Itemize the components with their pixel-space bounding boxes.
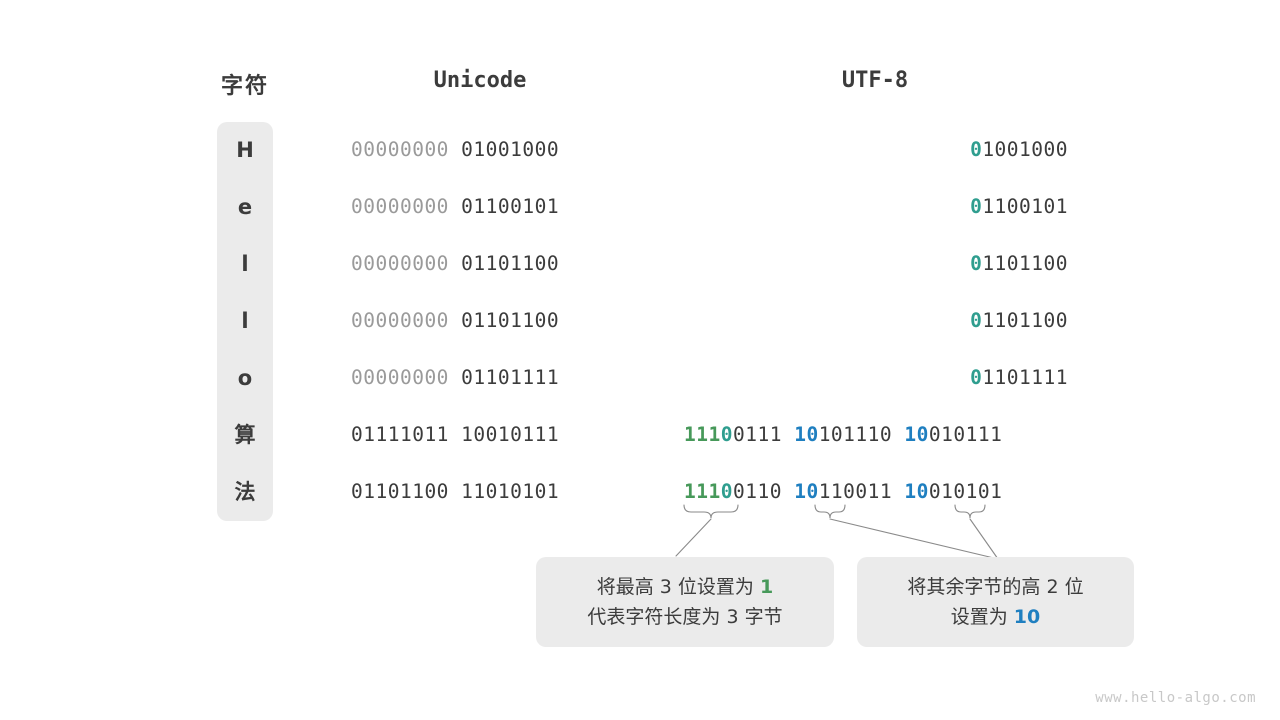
byte-separator <box>449 309 461 332</box>
caption-line: 将其余字节的高 2 位 <box>907 576 1084 598</box>
unicode-low-byte: 01101111 <box>461 366 560 389</box>
byte-separator <box>892 480 904 503</box>
unicode-high-byte: 01101100 <box>351 480 449 503</box>
utf8-payload-bits: 1101100 <box>982 252 1068 275</box>
unicode-value: 00000000 01001000 <box>351 139 559 161</box>
unicode-value: 01101100 11010101 <box>351 481 559 503</box>
byte-separator <box>449 366 461 389</box>
byte-separator <box>449 138 461 161</box>
utf8-prefix-bits: 0 <box>970 252 983 275</box>
utf8-prefix-bits: 0 <box>970 138 983 161</box>
utf8-payload-bits: 1100101 <box>982 195 1068 218</box>
utf8-value: 01001000 <box>868 139 1068 161</box>
utf8-continuation-prefix: 10 <box>904 423 929 446</box>
char-cell: 法 <box>234 480 256 504</box>
utf8-value: 01100101 <box>868 196 1068 218</box>
utf8-leading-ones: 111 <box>684 480 721 503</box>
utf8-continuation-prefix: 10 <box>794 480 819 503</box>
utf8-payload-bits: 1101100 <box>982 309 1068 332</box>
byte-separator <box>449 480 461 503</box>
utf8-leading-ones: 111 <box>684 423 721 446</box>
leader-line-right-2 <box>969 518 999 560</box>
utf8-value: 01101111 <box>868 367 1068 389</box>
unicode-value: 00000000 01101100 <box>351 253 559 275</box>
byte-separator <box>449 252 461 275</box>
char-cell: o <box>237 366 253 390</box>
char-cell: 算 <box>234 423 256 447</box>
byte-separator <box>892 423 904 446</box>
utf8-value: 11100111 10101110 10010111 <box>684 424 1002 446</box>
unicode-value: 00000000 01100101 <box>351 196 559 218</box>
utf8-prefix-bits: 0 <box>970 309 983 332</box>
utf8-prefix-bits: 0 <box>970 195 983 218</box>
utf8-leading-zero: 0 <box>720 480 733 503</box>
unicode-high-byte: 00000000 <box>351 138 449 161</box>
caption-text: 设置为 <box>950 606 1014 628</box>
utf8-value: 01101100 <box>868 253 1068 275</box>
column-header-unicode: Unicode <box>433 68 527 93</box>
unicode-high-byte: 00000000 <box>351 252 449 275</box>
utf8-payload-bits: 1001000 <box>982 138 1068 161</box>
unicode-high-byte: 00000000 <box>351 309 449 332</box>
char-cell: H <box>236 138 254 162</box>
utf8-payload-bits: 010101 <box>928 480 1003 503</box>
byte-separator <box>782 423 794 446</box>
column-header-character: 字符 <box>220 74 269 99</box>
caption-highlight: 10 <box>1013 606 1041 628</box>
byte-separator <box>449 423 461 446</box>
unicode-low-byte: 01101100 <box>461 252 560 275</box>
utf8-value: 11100110 10110011 10010101 <box>684 481 1002 503</box>
char-cell: l <box>241 309 249 333</box>
caption-leading-bits: 将最高 3 位设置为 1 代表字符长度为 3 字节 <box>536 557 834 647</box>
char-cell: l <box>241 252 249 276</box>
utf8-value: 01101100 <box>868 310 1068 332</box>
watermark: www.hello-algo.com <box>1095 690 1256 706</box>
unicode-high-byte: 00000000 <box>351 195 449 218</box>
unicode-low-byte: 11010101 <box>461 480 560 503</box>
brace-leading-bits <box>683 504 739 519</box>
character-column-panel <box>217 122 273 521</box>
utf8-payload-bits: 0110 <box>732 480 782 503</box>
unicode-low-byte: 01001000 <box>461 138 560 161</box>
brace-continuation-2 <box>954 504 986 519</box>
byte-separator <box>782 480 794 503</box>
caption-line: 将最高 3 位设置为 1 <box>597 572 773 602</box>
unicode-value: 00000000 01101100 <box>351 310 559 332</box>
utf8-prefix-bits: 0 <box>970 366 983 389</box>
utf8-leading-zero: 0 <box>720 423 733 446</box>
leader-line-right-1 <box>829 518 999 560</box>
unicode-value: 01111011 10010111 <box>351 424 559 446</box>
utf8-payload-bits: 101110 <box>818 423 893 446</box>
caption-text: 将最高 3 位设置为 <box>596 576 760 598</box>
utf8-payload-bits: 0111 <box>732 423 782 446</box>
byte-separator <box>449 195 461 218</box>
utf8-payload-bits: 110011 <box>818 480 893 503</box>
unicode-low-byte: 01101100 <box>461 309 560 332</box>
caption-line: 设置为 10 <box>951 602 1041 632</box>
unicode-high-byte: 00000000 <box>351 366 449 389</box>
utf8-continuation-prefix: 10 <box>794 423 819 446</box>
leader-line-left <box>675 518 712 557</box>
caption-continuation-bits: 将其余字节的高 2 位 设置为 10 <box>857 557 1134 647</box>
unicode-high-byte: 01111011 <box>351 423 449 446</box>
unicode-low-byte: 10010111 <box>461 423 560 446</box>
brace-continuation-1 <box>814 504 846 519</box>
caption-line: 代表字符长度为 3 字节 <box>587 606 783 628</box>
caption-highlight: 1 <box>759 576 774 598</box>
utf8-continuation-prefix: 10 <box>904 480 929 503</box>
unicode-low-byte: 01100101 <box>461 195 560 218</box>
column-header-utf8: UTF-8 <box>841 68 909 93</box>
unicode-value: 00000000 01101111 <box>351 367 559 389</box>
utf8-payload-bits: 1101111 <box>982 366 1068 389</box>
utf8-payload-bits: 010111 <box>928 423 1003 446</box>
char-cell: e <box>237 195 253 219</box>
